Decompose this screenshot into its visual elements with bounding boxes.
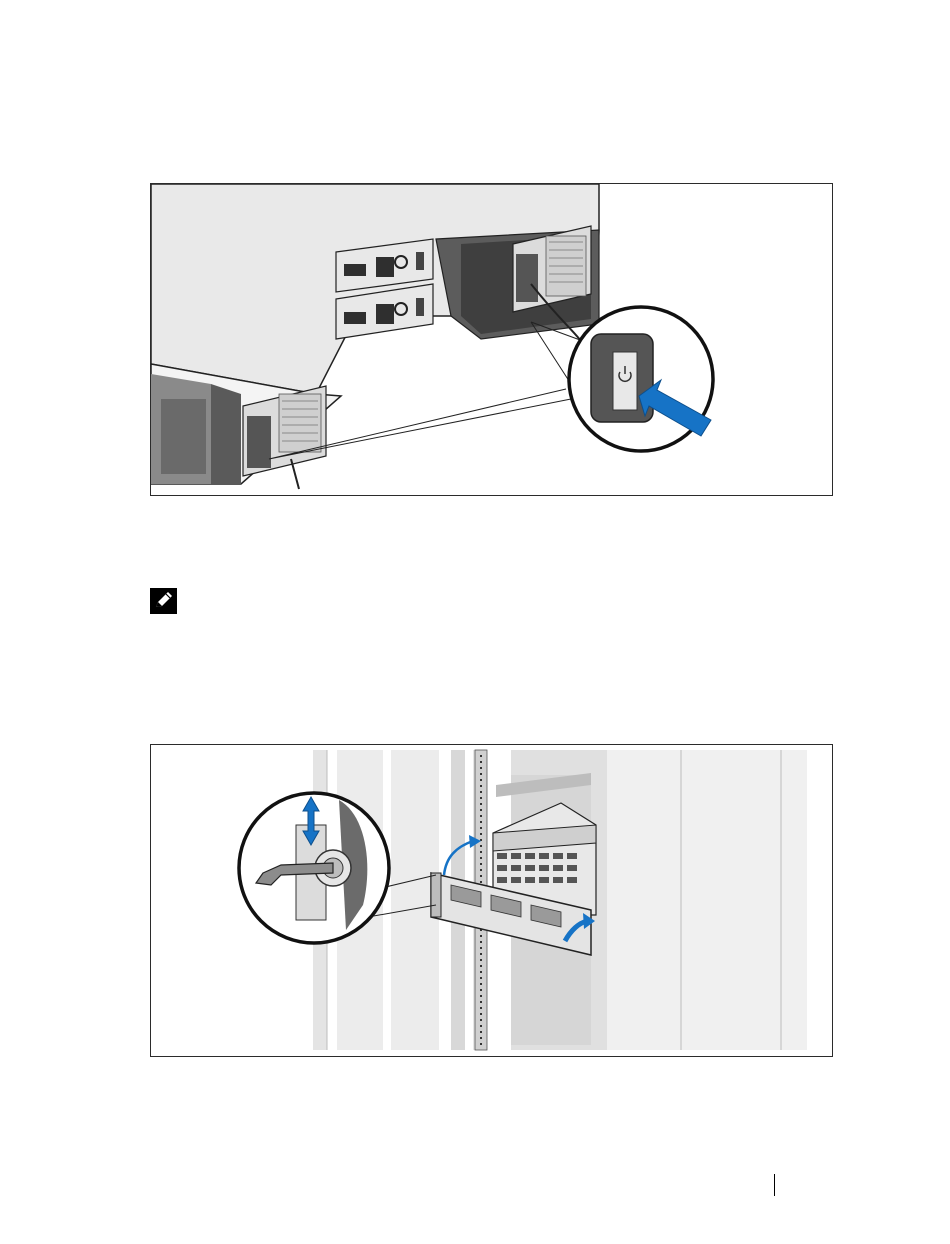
bezel-install-figure [150,744,833,1057]
power-on-figure [150,183,833,496]
page-number-divider [774,1174,775,1196]
enclosure-illustration [151,184,832,495]
note-pencil-icon [150,588,177,614]
power-switch-callout [569,307,713,451]
bezel-lock-callout [239,793,389,943]
rack-illustration [151,745,832,1056]
